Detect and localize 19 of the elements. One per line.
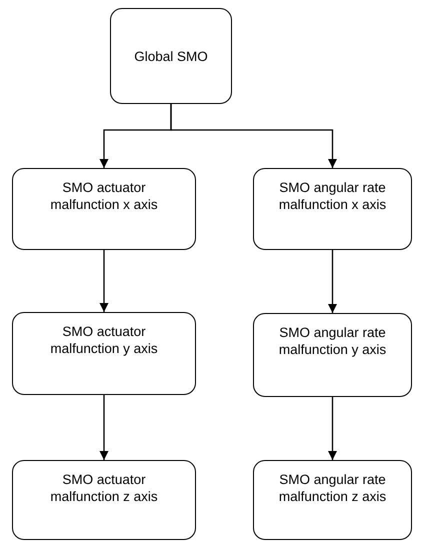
process-box [12,168,196,250]
process-box [12,312,196,395]
process-box [12,460,196,540]
box-label: SMO actuator malfunction x axis [49,179,159,213]
process-box [253,168,412,250]
box-label: SMO angular rate malfunction y axis [278,324,388,358]
arrow [328,397,338,460]
arrow [99,250,109,312]
box-label: SMO angular rate malfunction x axis [278,179,388,213]
arrow [170,104,338,168]
box-label: SMO actuator malfunction y axis [49,323,159,357]
box-label: Global SMO [133,48,209,64]
process-box [253,313,412,397]
box-label: SMO angular rate malfunction z axis [278,471,388,505]
box-label: SMO actuator malfunction z axis [49,471,159,505]
arrow [99,395,109,460]
process-box [253,460,412,540]
arrow [328,250,338,313]
process-box [110,8,232,104]
